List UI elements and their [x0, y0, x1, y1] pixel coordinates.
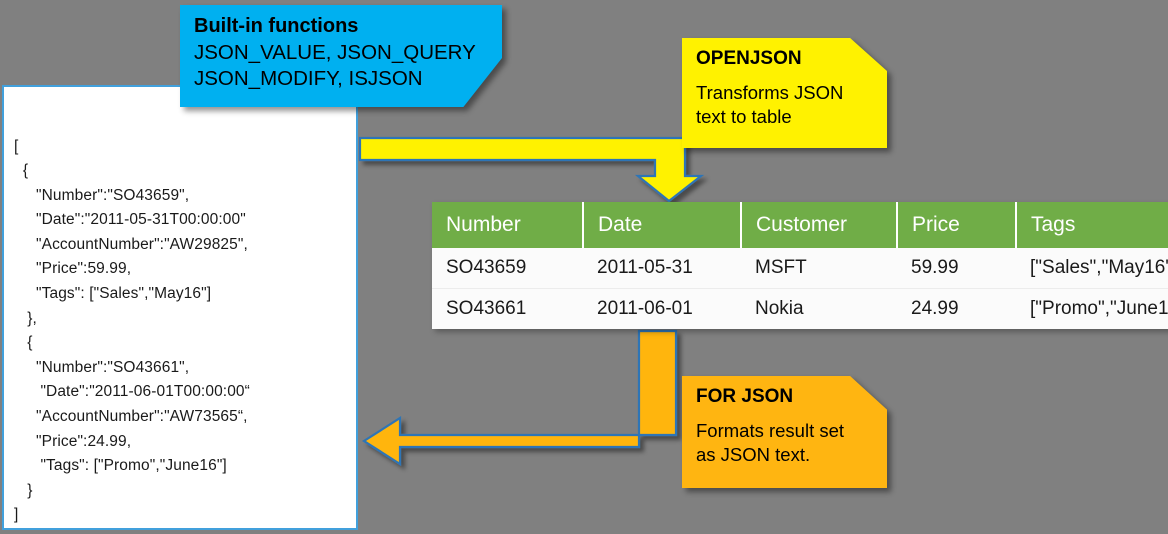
json-document-panel: [ { "Number":"SO43659", "Date":"2011-05-… — [2, 85, 358, 530]
callout-openjson-title: OPENJSON — [696, 48, 802, 69]
cell-customer: MSFT — [741, 248, 897, 289]
cell-price: 59.99 — [897, 248, 1016, 289]
cell-price: 24.99 — [897, 288, 1016, 329]
column-header-customer: Customer — [741, 202, 898, 248]
cell-customer: Nokia — [741, 288, 897, 329]
callout-forjson-text: Formats result set as JSON text. — [696, 420, 845, 465]
cell-number: SO43661 — [432, 288, 583, 329]
json-to-table-arrow — [358, 136, 705, 203]
table-to-json-arrow — [361, 329, 678, 467]
column-header-date: Date — [583, 202, 742, 248]
callout-forjson-title: FOR JSON — [696, 386, 794, 407]
callout-forjson: FOR JSON Formats result set as JSON text… — [682, 376, 887, 488]
cell-tags: ["Sales","May16"] — [1016, 248, 1168, 289]
callout-builtin-title: Built-in functions — [194, 15, 359, 37]
column-header-tags: Tags — [1016, 202, 1168, 248]
callout-openjson-text: Transforms JSON text to table — [696, 82, 844, 127]
callout-openjson: OPENJSON Transforms JSON text to table — [682, 38, 887, 148]
table-row: SO43661 2011-06-01 Nokia 24.99 ["Promo",… — [432, 288, 1168, 329]
callout-forjson-body: FOR JSON Formats result set as JSON text… — [682, 376, 887, 488]
json-document-text: [ { "Number":"SO43659", "Date":"2011-05-… — [14, 137, 250, 524]
cell-tags: ["Promo","June16"] — [1016, 288, 1168, 329]
table-header-row: Number Date Customer Price Tags — [432, 202, 1168, 248]
callout-openjson-body: OPENJSON Transforms JSON text to table — [682, 38, 887, 148]
column-header-number: Number — [432, 202, 584, 248]
column-header-price: Price — [897, 202, 1017, 248]
cell-date: 2011-06-01 — [583, 288, 741, 329]
table-row: SO43659 2011-05-31 MSFT 59.99 ["Sales","… — [432, 248, 1168, 289]
cell-date: 2011-05-31 — [583, 248, 741, 289]
cell-number: SO43659 — [432, 248, 583, 289]
callout-builtin-body: Built-in functions JSON_VALUE, JSON_QUER… — [180, 5, 502, 107]
callout-builtin-text: JSON_VALUE, JSON_QUERY JSON_MODIFY, ISJS… — [194, 41, 476, 90]
result-table: Number Date Customer Price Tags SO43659 … — [432, 202, 1168, 329]
callout-builtin-functions: Built-in functions JSON_VALUE, JSON_QUER… — [180, 5, 502, 107]
